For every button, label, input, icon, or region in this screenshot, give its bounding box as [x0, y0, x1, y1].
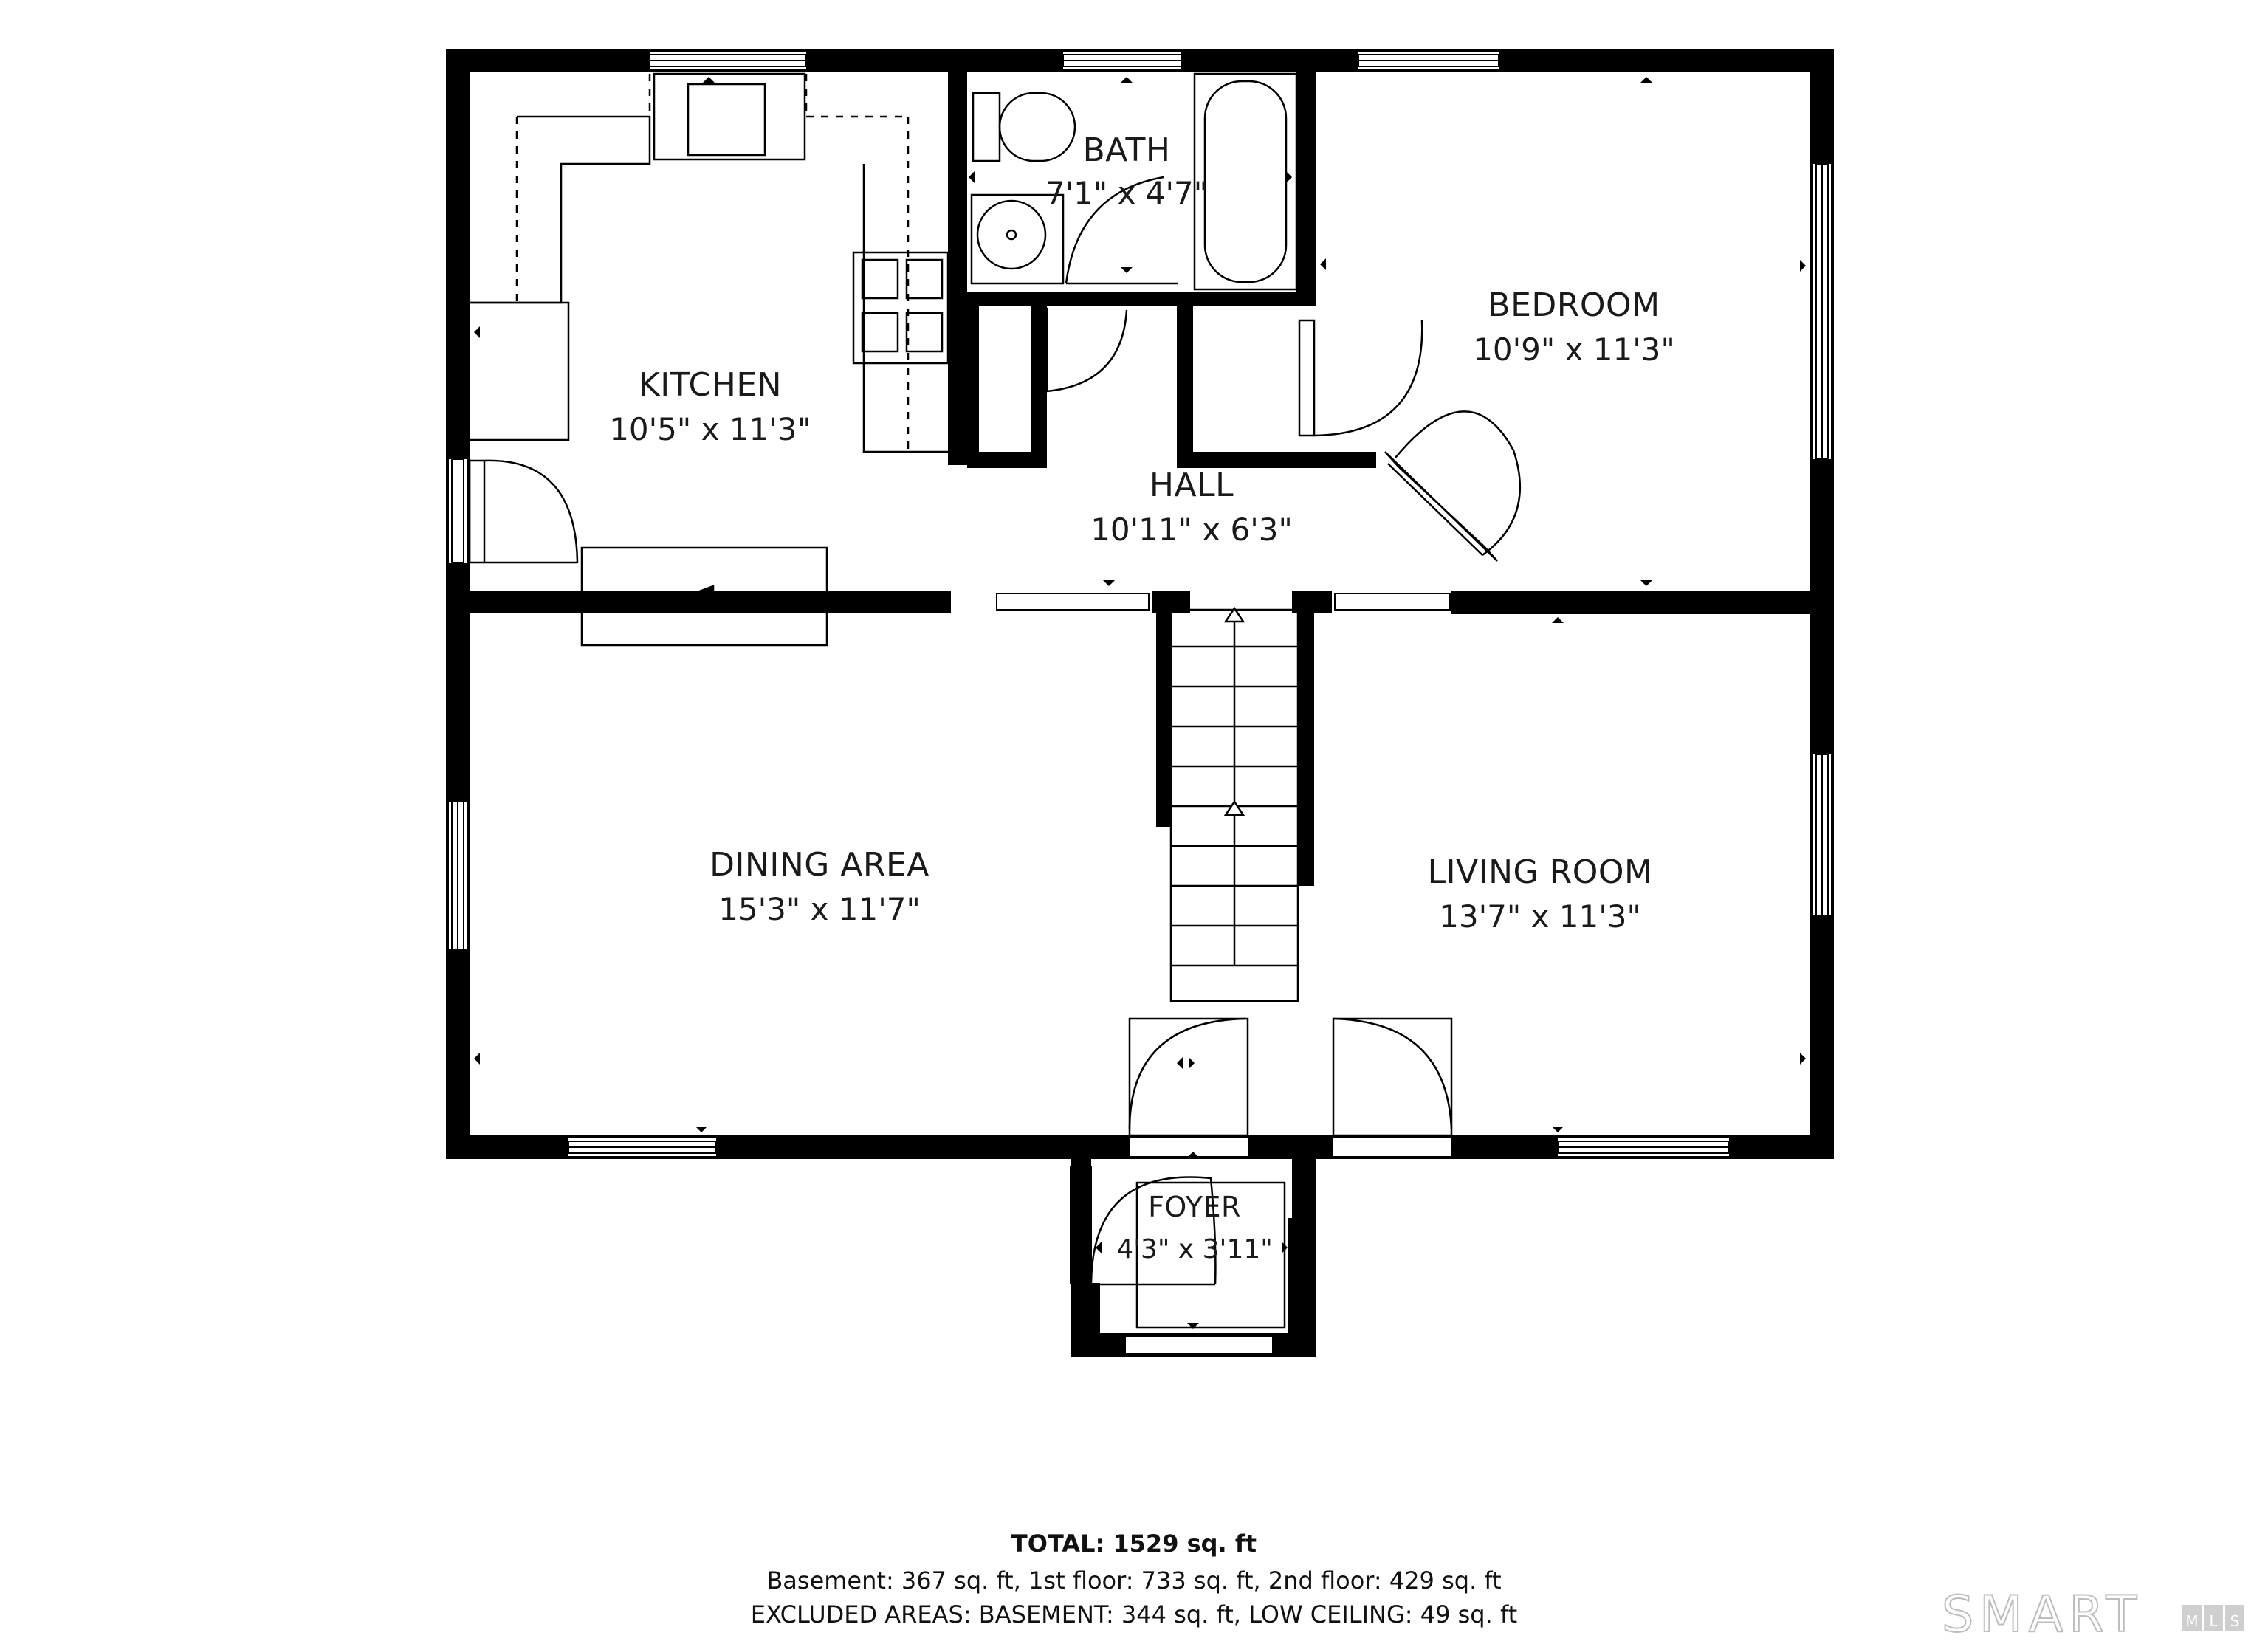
hall-name: HALL	[1150, 467, 1234, 504]
bath-name: BATH	[1083, 131, 1171, 169]
kitchen-dimensions: 10'5" x 11'3"	[609, 411, 811, 447]
dining-dimensions: 15'3" x 11'7"	[718, 891, 921, 927]
fixtures	[468, 72, 1522, 1329]
walls	[446, 49, 1834, 1357]
floor-area-breakdown: Basement: 367 sq. ft, 1st floor: 733 sq.…	[766, 1566, 1502, 1595]
bath-dimensions: 7'1" x 4'7"	[1045, 175, 1208, 211]
kitchen-name: KITCHEN	[639, 366, 782, 404]
dining-name: DINING AREA	[709, 846, 929, 884]
bedroom-name: BEDROOM	[1488, 286, 1660, 324]
mls-letter-l: L	[2204, 1605, 2223, 1631]
smart-logo: SMART	[1941, 1585, 2143, 1644]
living-dimensions: 13'7" x 11'3"	[1439, 898, 1641, 935]
total-value: 1529 sq. ft	[1113, 1530, 1257, 1558]
mls-logo: M L S	[2182, 1605, 2244, 1631]
foyer-dimensions: 4'3" x 3'11"	[1116, 1234, 1273, 1265]
stairs	[1169, 606, 1299, 1002]
total-label: TOTAL:	[1011, 1530, 1105, 1558]
bedroom-dimensions: 10'9" x 11'3"	[1473, 331, 1675, 368]
dimension-markers	[474, 77, 1806, 1329]
room-labels: KITCHEN 10'5" x 11'3" BATH 7'1" x 4'7" B…	[609, 131, 1675, 1265]
mls-letter-s: S	[2225, 1605, 2244, 1631]
total-area: TOTAL: 1529 sq. ft	[0, 1530, 2268, 1558]
window-glazing	[451, 54, 1829, 1355]
foyer-name: FOYER	[1148, 1191, 1241, 1223]
excluded-areas: EXCLUDED AREAS: BASEMENT: 344 sq. ft, LO…	[750, 1600, 1518, 1628]
living-name: LIVING ROOM	[1428, 853, 1653, 891]
mls-letter-m: M	[2182, 1605, 2202, 1631]
hall-dimensions: 10'11" x 6'3"	[1090, 512, 1293, 548]
